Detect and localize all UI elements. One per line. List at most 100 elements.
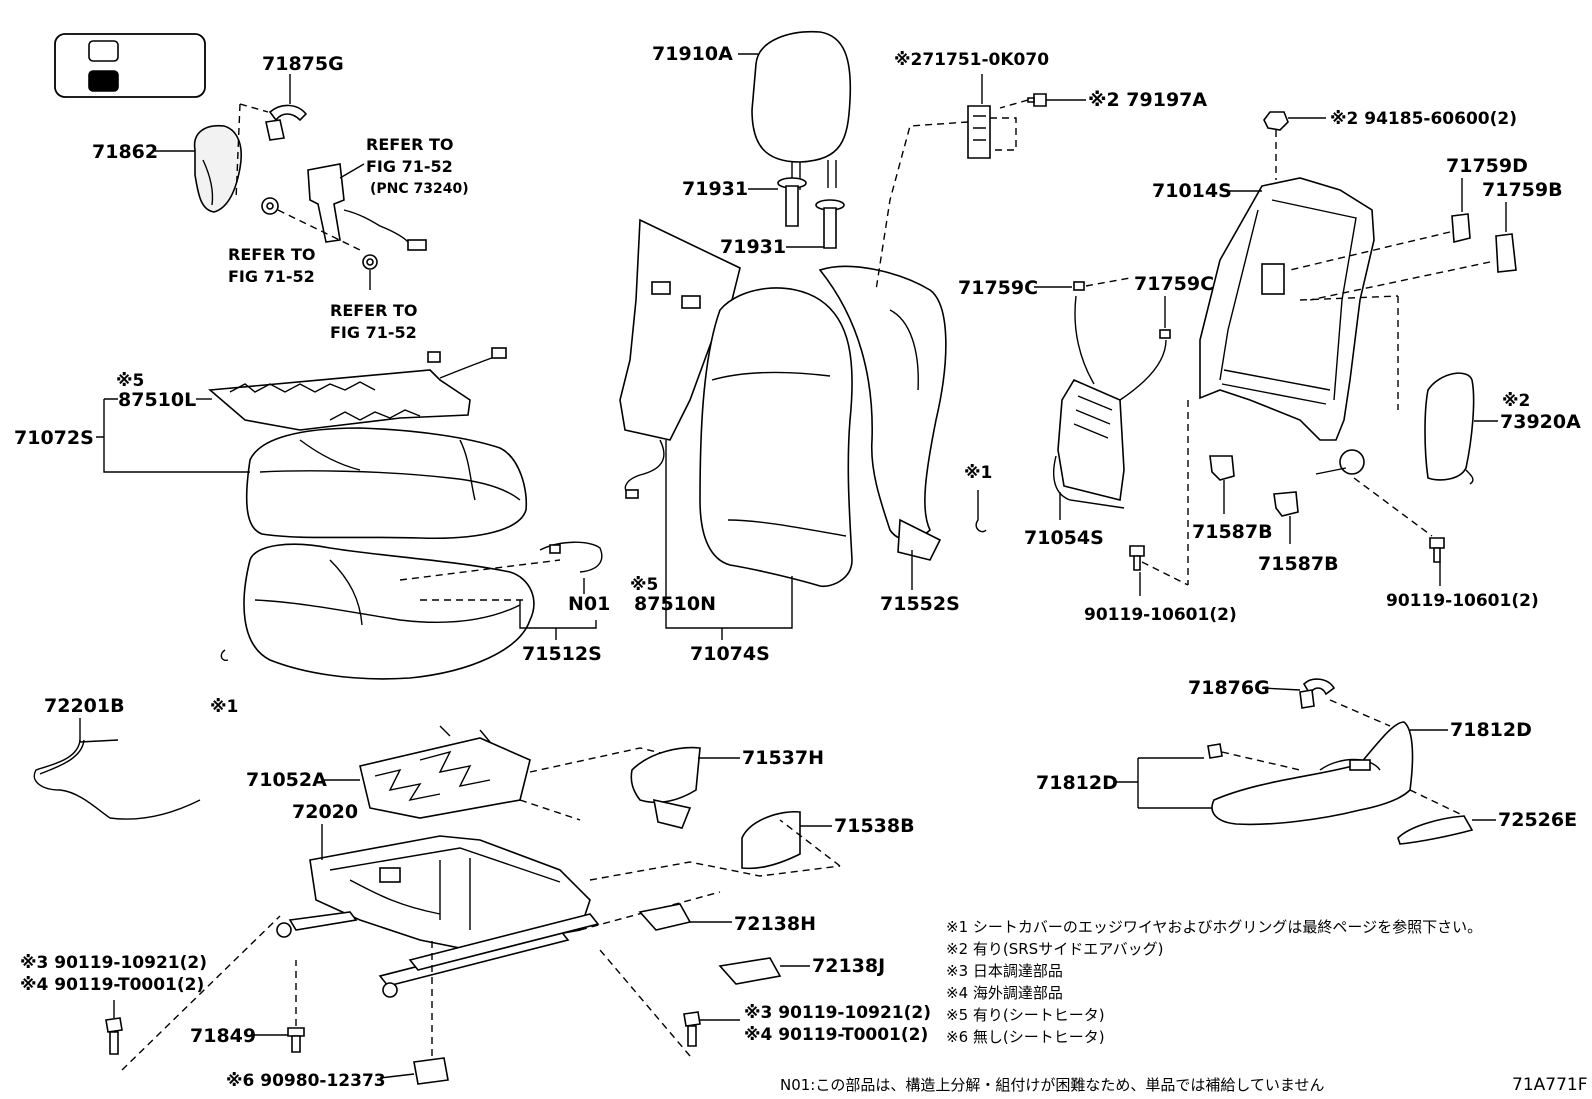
bracket-71587B-a xyxy=(1209,455,1235,481)
open-box-icon xyxy=(88,40,119,62)
wire-72201B xyxy=(33,739,201,820)
cover-71538B xyxy=(741,810,801,870)
label-71759Ca: 71759C xyxy=(958,277,1038,299)
label-90980: ※6 90980-12373 xyxy=(226,1071,386,1091)
label-71538B: 71538B xyxy=(834,815,915,837)
seatback-frame-71014S xyxy=(1199,177,1375,475)
label-71759D: 71759D xyxy=(1446,155,1528,177)
bracket-71587B-b xyxy=(1273,491,1299,517)
bolt-79197A xyxy=(1027,93,1047,107)
seat-heater-87510L xyxy=(208,347,507,431)
clip-71876G xyxy=(1299,678,1336,709)
label-bolt-left-4: ※4 90119-T0001(2) xyxy=(20,975,204,995)
label-72201B: 72201B xyxy=(44,695,125,717)
cushion-pad-71512S xyxy=(243,543,535,680)
label-71751: ※271751-0K070 xyxy=(894,50,1049,70)
bolt-90119-a xyxy=(1129,545,1145,571)
note-6: ※6 無し(シートヒータ) xyxy=(946,1028,1105,1046)
bracket-71759B xyxy=(1495,233,1517,273)
footer-n01-note: N01:この部品は、構造上分解・組付けが困難なため、単品では補給していません xyxy=(780,1076,1324,1094)
spring-71052A xyxy=(359,725,531,819)
clip-71849 xyxy=(287,1027,305,1053)
bracket-71759D xyxy=(1451,213,1471,244)
refer-text-1a: REFER TO xyxy=(366,135,454,154)
label-79197A: ※2 79197A xyxy=(1088,89,1207,111)
label-71931b: 71931 xyxy=(720,236,786,258)
seatback-cover-71074S xyxy=(699,287,853,588)
bracket-72138J xyxy=(718,957,782,985)
airbag-73920A xyxy=(1424,372,1475,485)
label-71552S: 71552S xyxy=(880,593,960,615)
bolt-90119-b xyxy=(1429,537,1445,563)
refer-text-3a: REFER TO xyxy=(330,301,418,320)
label-72020: 72020 xyxy=(292,801,358,823)
harness-N01 xyxy=(539,541,603,573)
mark-1b: ※1 xyxy=(964,463,992,483)
label-72138H: 72138H xyxy=(734,913,816,935)
note-3: ※3 日本調達部品 xyxy=(946,962,1063,980)
seat-belt-buckle xyxy=(307,163,427,251)
refer-text-2b: FIG 71-52 xyxy=(228,267,315,286)
label-N01: N01 xyxy=(568,593,610,615)
label-73920A: 73920A xyxy=(1500,411,1581,433)
label-bolt-left-3: ※3 90119-10921(2) xyxy=(20,953,207,973)
refer-text-1c: (PNC 73240) xyxy=(370,181,469,197)
label-71876G: 71876G xyxy=(1188,677,1270,699)
screw-71812D xyxy=(1207,743,1223,759)
label-71014S: 71014S xyxy=(1152,180,1232,202)
mark-87510N: ※5 xyxy=(630,575,658,595)
label-71587Ba: 71587B xyxy=(1192,521,1273,543)
label-bolt-right-4: ※4 90119-T0001(2) xyxy=(744,1025,928,1045)
note-2: ※2 有り(SRSサイドエアバッグ) xyxy=(946,940,1163,958)
label-71931a: 71931 xyxy=(682,178,748,200)
nut-2 xyxy=(362,254,378,270)
label-71875G: 71875G xyxy=(262,53,344,75)
cover-72526E xyxy=(1397,815,1474,845)
label-90119a: 90119-10601(2) xyxy=(1084,605,1237,625)
refer-text-2a: REFER TO xyxy=(228,245,316,264)
label-71537H: 71537H xyxy=(742,747,824,769)
frame-72020 xyxy=(276,835,600,998)
label-71587Bb: 71587B xyxy=(1258,553,1339,575)
label-71910A: 71910A xyxy=(652,43,733,65)
label-71812Db: 71812D xyxy=(1036,772,1118,794)
seatback-pad-71552S xyxy=(818,265,947,561)
filled-box-icon xyxy=(88,70,119,92)
side-cover-71812D xyxy=(1211,721,1414,826)
clip-71759C-b xyxy=(1159,329,1171,339)
headrest-71910A xyxy=(751,30,852,190)
clip-71759C-a xyxy=(1073,281,1085,291)
label-87510N: 87510N xyxy=(634,593,716,615)
mark-73920A: ※2 xyxy=(1502,391,1530,411)
label-72526E: 72526E xyxy=(1498,809,1577,831)
refer-text-1b: FIG 71-52 xyxy=(366,157,453,176)
nut-94185 xyxy=(1263,111,1289,131)
connector-90980 xyxy=(413,1057,449,1085)
label-90119b: 90119-10601(2) xyxy=(1386,591,1539,611)
bracket-71751 xyxy=(967,105,991,159)
note-4: ※4 海外調達部品 xyxy=(946,984,1063,1002)
mark-1a: ※1 xyxy=(210,697,238,717)
label-71759Cb: 71759C xyxy=(1134,273,1214,295)
label-72138J: 72138J xyxy=(812,955,885,977)
bolt-right xyxy=(683,1011,701,1047)
label-71759B: 71759B xyxy=(1482,179,1563,201)
cover-71537H xyxy=(630,746,701,829)
note-5: ※5 有り(シートヒータ) xyxy=(946,1006,1105,1024)
support-71931-b xyxy=(815,199,845,249)
clip-71875G xyxy=(265,104,308,141)
refer-text-3b: FIG 71-52 xyxy=(330,323,417,342)
figure-id: 71A771F xyxy=(1512,1075,1588,1095)
bolt-left xyxy=(105,1017,123,1055)
label-71849: 71849 xyxy=(190,1025,256,1047)
label-71054S: 71054S xyxy=(1024,527,1104,549)
label-87510L: 87510L xyxy=(118,389,196,411)
label-71074S: 71074S xyxy=(690,643,770,665)
support-71931-a xyxy=(777,177,807,227)
notes-block: ※1 シートカバーのエッジワイヤおよびホグリングは最終ページを参照下さい。 ※2… xyxy=(946,918,1482,1046)
side-shield-71862 xyxy=(193,124,242,213)
label-bolt-right-3: ※3 90119-10921(2) xyxy=(744,1003,931,1023)
label-71512S: 71512S xyxy=(522,643,602,665)
nut-1 xyxy=(261,197,279,215)
